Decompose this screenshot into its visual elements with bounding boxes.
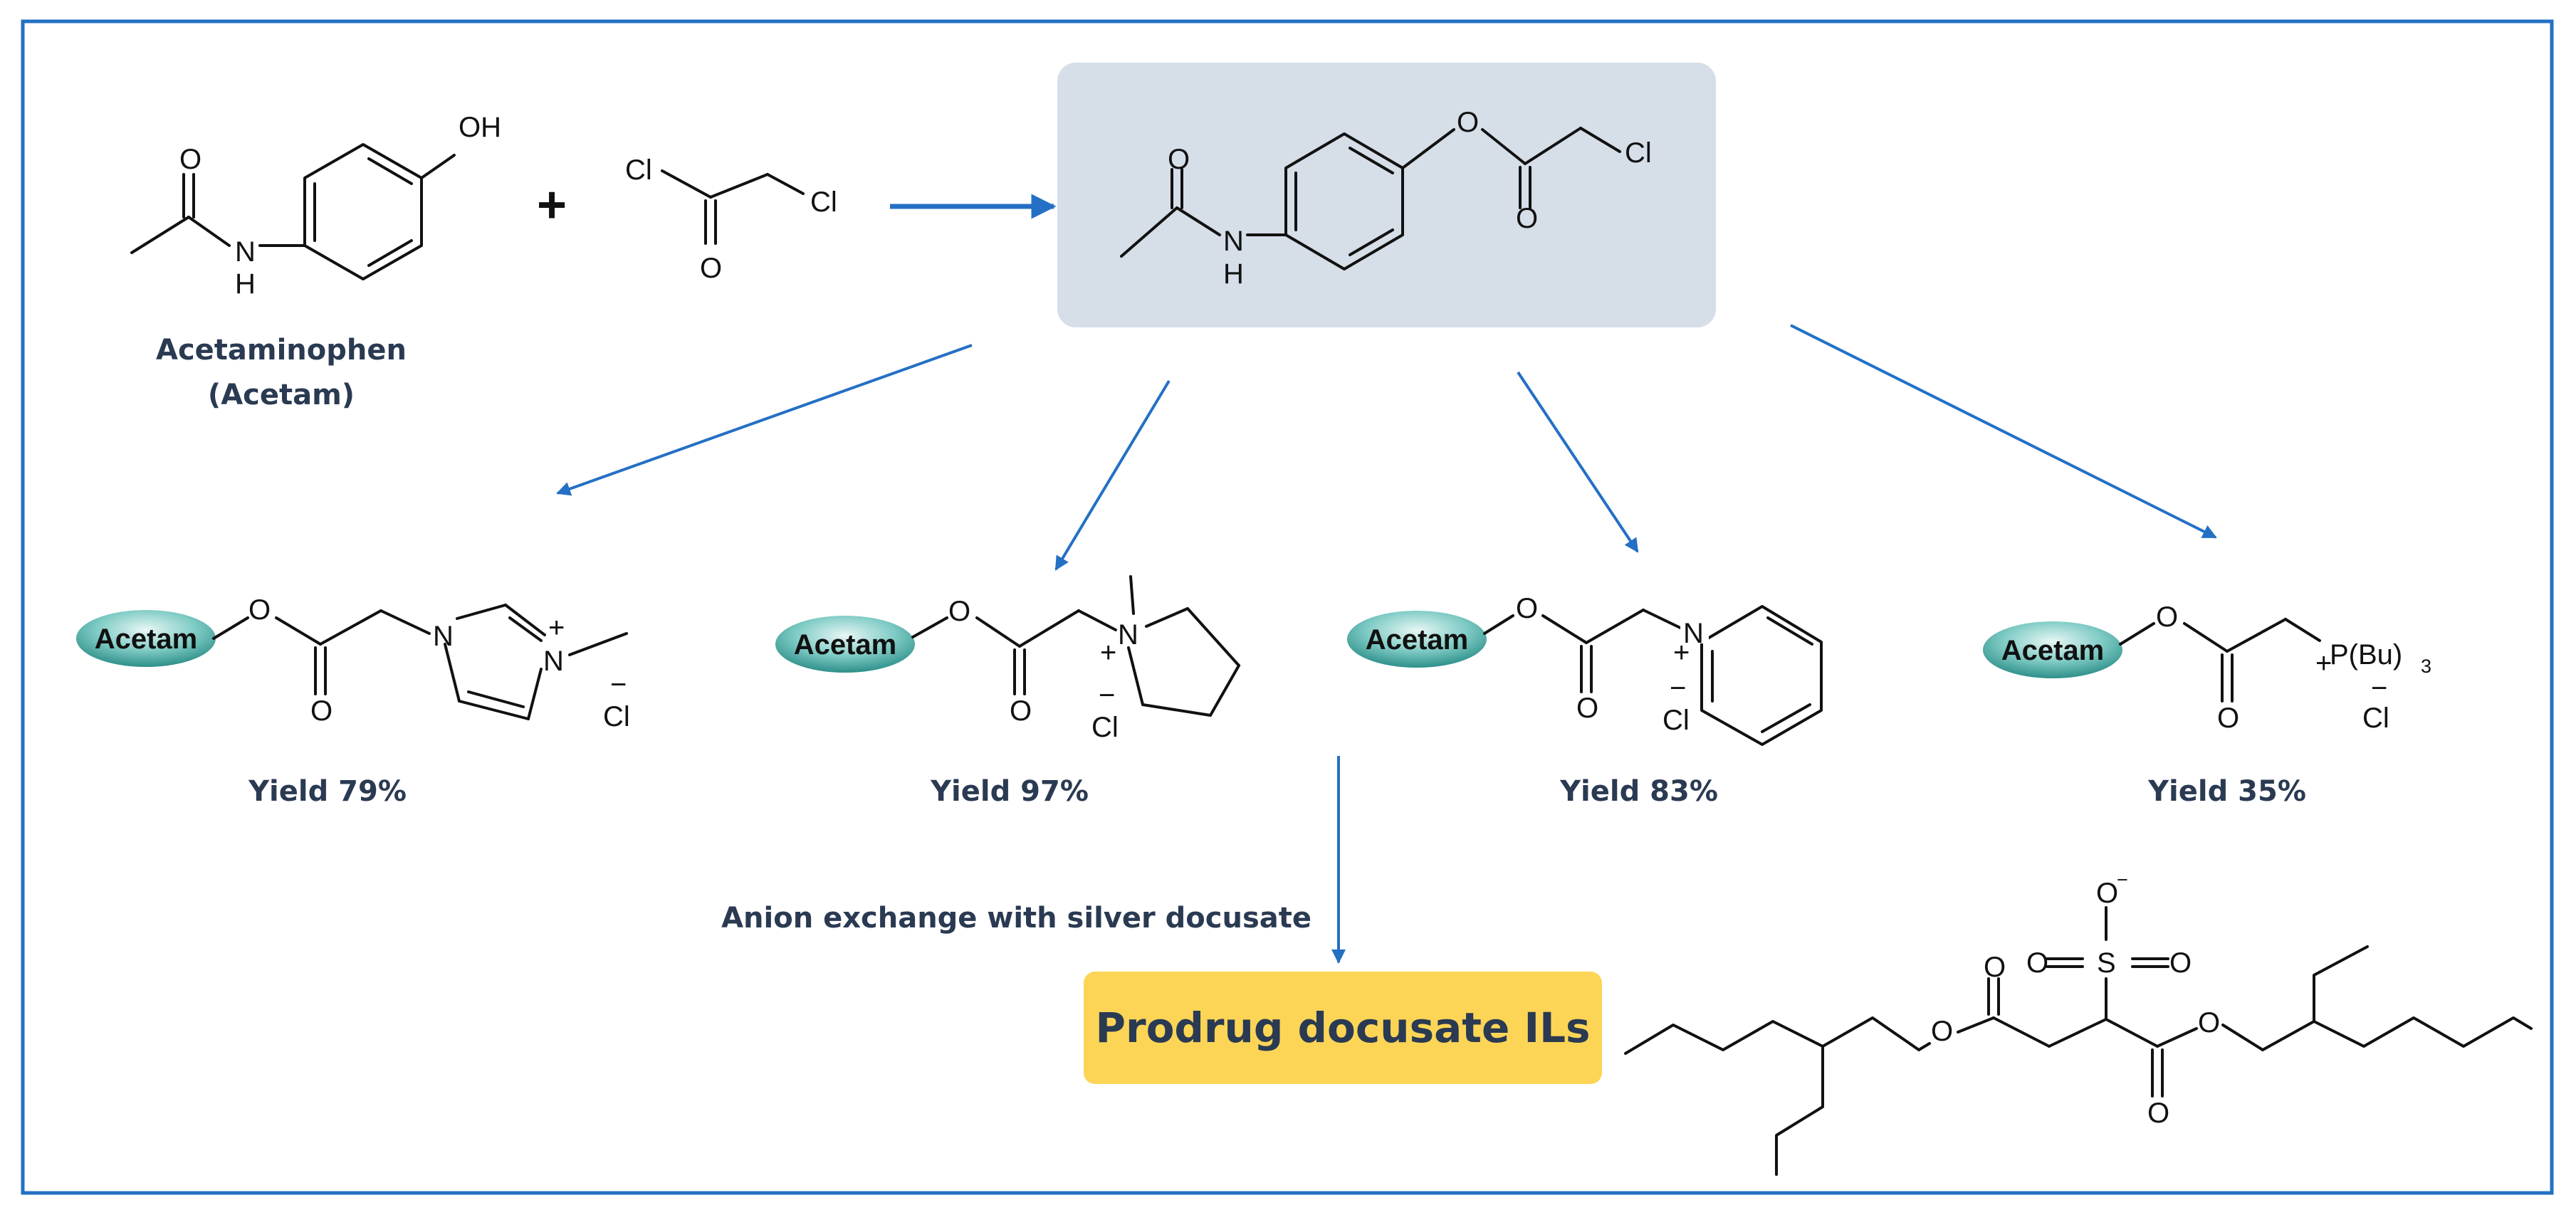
svg-text:O: O bbox=[948, 596, 970, 627]
svg-text:N: N bbox=[1683, 618, 1704, 649]
product-pyrrolidinium: Acetam N + O O Cl − bbox=[775, 575, 1240, 743]
svg-text:O: O bbox=[1010, 695, 1032, 727]
svg-text:+: + bbox=[1673, 637, 1690, 668]
svg-text:Cl: Cl bbox=[1091, 712, 1119, 743]
product-imidazolium: Acetam N N + O O Cl − bbox=[76, 594, 630, 732]
svg-text:O: O bbox=[2096, 878, 2118, 909]
acetaminophen-caption: Acetaminophen bbox=[156, 334, 407, 367]
product-pyridinium: Acetam N + O O Cl − bbox=[1347, 593, 1823, 746]
svg-text:O: O bbox=[2147, 1098, 2169, 1129]
svg-text:O: O bbox=[2026, 947, 2048, 979]
svg-text:O: O bbox=[2217, 703, 2239, 734]
acetaminophen-structure: OH N H O bbox=[130, 112, 501, 300]
svg-text:+: + bbox=[1100, 637, 1116, 668]
acetam-ellipse bbox=[1983, 621, 2122, 678]
svg-text:Acetam: Acetam bbox=[2001, 635, 2105, 666]
svg-text:Cl: Cl bbox=[1625, 137, 1652, 169]
svg-text:Cl: Cl bbox=[625, 154, 652, 186]
acetam-ellipse bbox=[1347, 611, 1487, 668]
yield-phosphonium: Yield 35% bbox=[2147, 775, 2306, 808]
svg-text:Acetam: Acetam bbox=[794, 629, 897, 661]
svg-text:S: S bbox=[2097, 947, 2116, 979]
intermediate-box bbox=[1057, 63, 1716, 327]
svg-text:N: N bbox=[235, 236, 256, 268]
svg-text:O: O bbox=[310, 695, 333, 727]
svg-text:−: − bbox=[2371, 673, 2387, 704]
svg-text:N: N bbox=[543, 646, 564, 677]
docusate-structure: O O S O O O − O O bbox=[1624, 869, 2533, 1176]
svg-text:+: + bbox=[548, 612, 565, 643]
final-product-label: Prodrug docusate ILs bbox=[1095, 1004, 1590, 1052]
svg-text:P(Bu): P(Bu) bbox=[2330, 639, 2402, 670]
svg-text:Cl: Cl bbox=[1663, 705, 1690, 736]
anion-exchange-label: Anion exchange with silver docusate bbox=[721, 902, 1311, 935]
svg-text:−: − bbox=[1670, 673, 1686, 704]
svg-text:O: O bbox=[179, 144, 201, 175]
yield-pyridinium: Yield 83% bbox=[1559, 775, 1718, 808]
svg-text:O: O bbox=[1168, 144, 1190, 175]
svg-text:N: N bbox=[1118, 619, 1138, 651]
svg-text:O: O bbox=[2156, 601, 2178, 633]
svg-text:Acetam: Acetam bbox=[95, 624, 198, 655]
arrow-to-phosphonium bbox=[1790, 324, 2217, 539]
svg-text:Cl: Cl bbox=[810, 186, 837, 218]
svg-text:+: + bbox=[2315, 648, 2332, 679]
acetam-ellipse bbox=[76, 610, 216, 667]
svg-text:O: O bbox=[1931, 1016, 1953, 1047]
yield-imidazolium: Yield 79% bbox=[248, 775, 407, 808]
svg-text:Cl: Cl bbox=[603, 701, 630, 732]
svg-text:−: − bbox=[1099, 680, 1115, 711]
svg-text:O: O bbox=[1984, 952, 2006, 983]
svg-text:O: O bbox=[2169, 947, 2192, 979]
acetam-caption: (Acetam) bbox=[208, 379, 355, 411]
svg-text:O: O bbox=[1576, 693, 1598, 724]
svg-text:O: O bbox=[1516, 203, 1538, 234]
svg-text:Acetam: Acetam bbox=[1366, 624, 1469, 656]
svg-text:Cl: Cl bbox=[2362, 703, 2389, 734]
svg-text:N: N bbox=[433, 621, 454, 652]
svg-text:O: O bbox=[248, 594, 271, 626]
svg-text:O: O bbox=[1457, 107, 1479, 138]
acetam-ellipse bbox=[775, 616, 915, 673]
arrow-to-pyrrolidinium bbox=[1054, 379, 1171, 571]
svg-text:3: 3 bbox=[2421, 656, 2431, 677]
product-phosphonium: Acetam O O + P(Bu) 3 Cl − bbox=[1983, 601, 2431, 734]
svg-text:N: N bbox=[1223, 226, 1244, 257]
plus-sign: + bbox=[537, 177, 567, 233]
final-product-box bbox=[1084, 972, 1602, 1084]
svg-text:OH: OH bbox=[459, 112, 501, 143]
svg-text:O: O bbox=[700, 253, 722, 284]
svg-text:−: − bbox=[610, 669, 627, 700]
svg-text:H: H bbox=[235, 268, 256, 300]
svg-text:O: O bbox=[2198, 1007, 2220, 1038]
outer-frame bbox=[21, 19, 2554, 1195]
svg-text:H: H bbox=[1223, 258, 1244, 290]
intermediate-structure: O Cl O N H O bbox=[1120, 107, 1652, 290]
svg-text:O: O bbox=[1516, 593, 1538, 624]
yield-pyrrolidinium: Yield 97% bbox=[930, 775, 1089, 808]
arrow-to-imidazolium bbox=[556, 344, 973, 496]
arrow-to-pyridinium bbox=[1517, 371, 1639, 553]
svg-text:−: − bbox=[2117, 869, 2128, 890]
chloroacetyl-chloride-structure: Cl Cl O bbox=[625, 154, 837, 284]
